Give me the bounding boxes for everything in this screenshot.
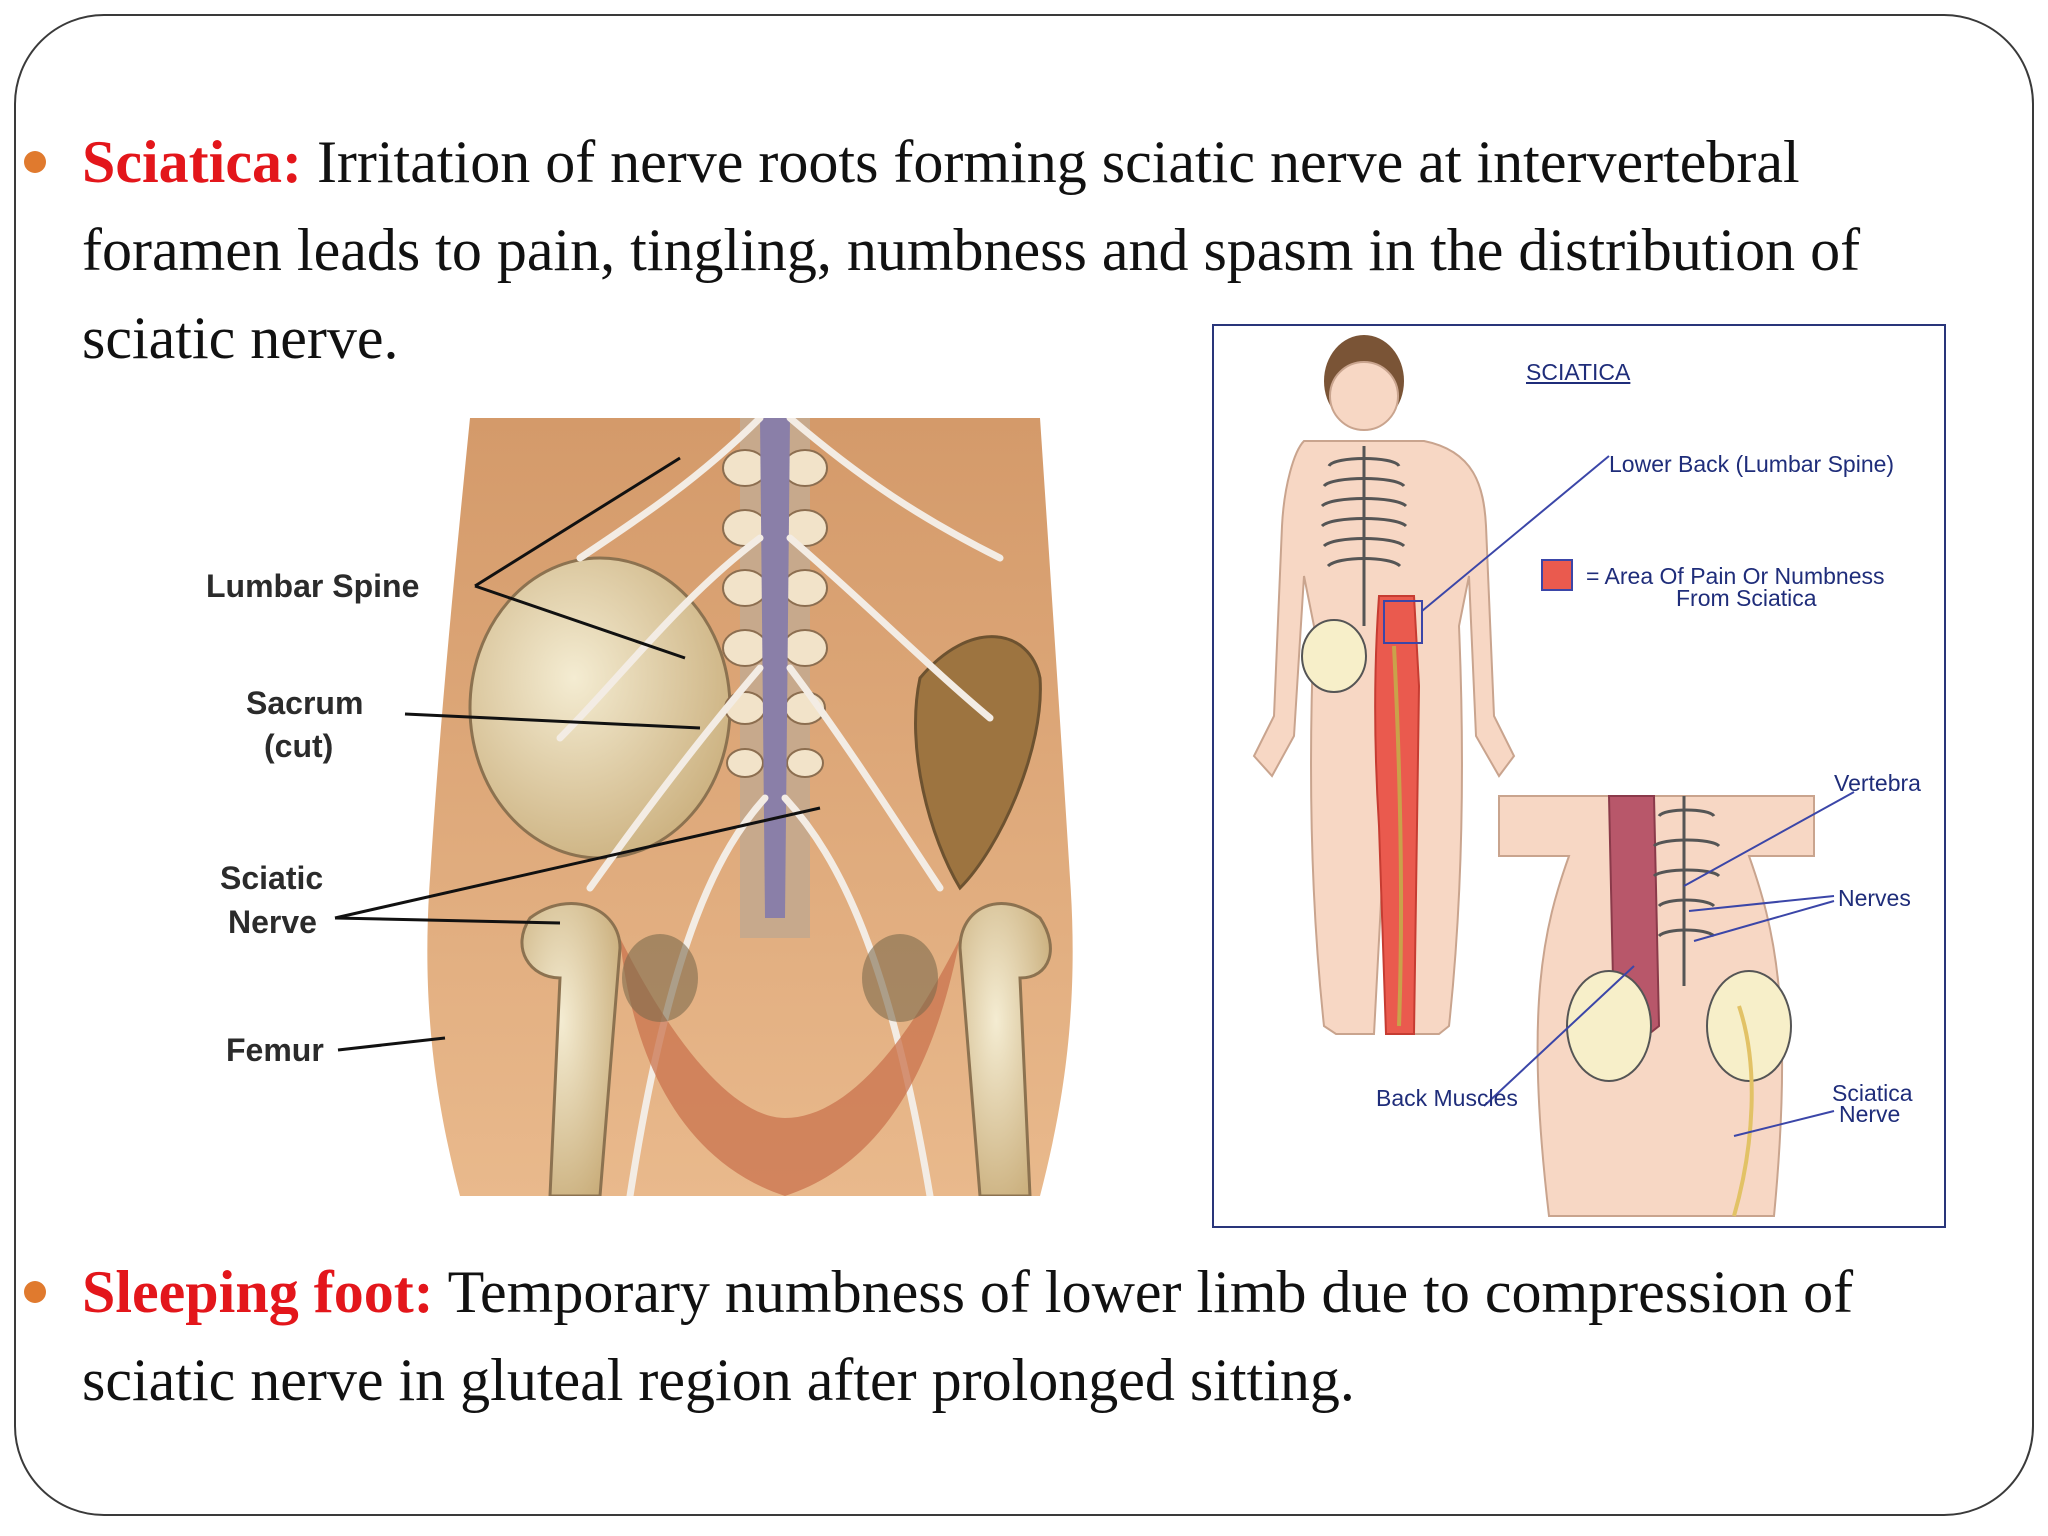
label-vertebra: Vertebra xyxy=(1834,770,1921,796)
label-back-muscles: Back Muscles xyxy=(1376,1085,1518,1111)
sciatica-diagram: SCIATICA Lower Back (Lumbar Spine) = Are… xyxy=(1212,324,1946,1228)
bullet-dot xyxy=(24,151,46,173)
bullet-text: Sleeping foot: Temporary numbness of low… xyxy=(82,1248,2012,1424)
label-nerves: Nerves xyxy=(1838,885,1911,911)
label-nerve: Nerve xyxy=(228,904,317,940)
definition-sciatica: Irritation of nerve roots forming sciati… xyxy=(82,129,1861,371)
term-sleeping-foot: Sleeping foot: xyxy=(82,1259,434,1325)
pelvis-drawing xyxy=(334,418,1073,1196)
legend-line-2: From Sciatica xyxy=(1676,585,1817,611)
bullet-text: Sciatica: Irritation of nerve roots form… xyxy=(82,118,1982,382)
label-lumbar-spine: Lumbar Spine xyxy=(206,568,420,604)
body-diagram-drawing xyxy=(1252,335,1855,1217)
anatomy-illustration: Lumbar Spine Sacrum (cut) Sciatic Nerve … xyxy=(200,418,1080,1196)
label-sciatica-nerve-1: Sciatica xyxy=(1832,1080,1913,1106)
label-sacrum-cut: (cut) xyxy=(264,728,334,764)
legend-line-1: = Area Of Pain Or Numbness xyxy=(1586,563,1885,589)
label-lower-back: Lower Back (Lumbar Spine) xyxy=(1609,451,1895,477)
label-femur: Femur xyxy=(226,1032,324,1068)
bullet-dot xyxy=(24,1281,46,1303)
label-sciatica-nerve-2: Nerve xyxy=(1839,1101,1901,1127)
label-sacrum: Sacrum xyxy=(246,685,364,721)
definition-sleeping-foot: Temporary numbness of lower limb due to … xyxy=(82,1259,1854,1413)
diagram-title: SCIATICA xyxy=(1526,359,1631,385)
term-sciatica: Sciatica: xyxy=(82,129,302,195)
label-sciatic: Sciatic xyxy=(220,860,324,896)
